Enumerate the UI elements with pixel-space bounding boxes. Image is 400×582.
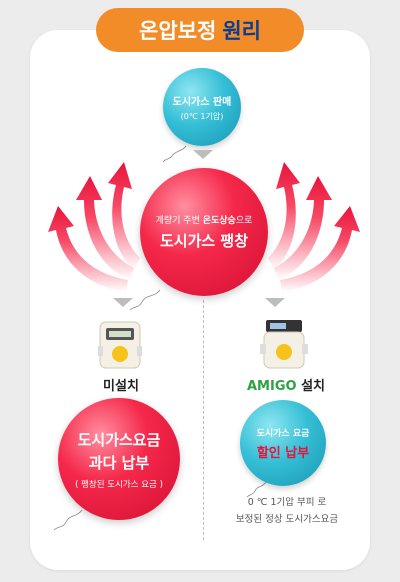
note-line2: 보정된 정상 도시가스요금 [235,514,339,525]
gas-meter-icon [98,321,142,369]
discount-bubble: 도시가스 요금 할인 납부 [240,400,326,486]
arrow-left-inner-icon [48,206,128,292]
arrow-right-mid-icon [274,176,332,280]
string-sale-icon [162,145,187,163]
overpayment-bubble: 도시가스요금 과다 납부 ( 팽창된 도시가스 요금 ) [58,398,180,520]
string-over-icon [53,509,83,531]
amigo-meter-icon [260,320,308,369]
gas-sale-line1: 도시가스 판매 [172,96,232,108]
down-triangle-left-icon [113,298,133,307]
not-installed-label: 미설치 [103,379,139,394]
overpay-line1: 도시가스요금 [77,430,161,449]
title-main: 온압보정 [139,19,217,43]
expansion-line2: 도시가스 팽창 [159,232,249,250]
note-line1: 0 ℃ 1기압 부피 로 [247,497,327,508]
arrow-left-outer-icon [108,162,140,270]
amigo-installed-label: AMIGO 설치 [246,379,325,394]
string-center-icon [129,289,161,311]
down-triangle-icon [193,150,213,159]
corrected-rate-note: 0 ℃ 1기압 부피 로 보정된 정상 도시가스요금 [212,494,362,528]
arrow-right-outer-icon [268,162,300,270]
expansion-line1: 계량기 주변 온도상승으로 [155,216,253,226]
arrow-right-inner-icon [280,206,360,292]
discount-line2: 할인 납부 [256,445,310,461]
gas-sale-line2: (0℃ 1기압) [180,111,224,121]
discount-line1: 도시가스 요금 [256,428,310,439]
title-banner: 온압보정 원리 [96,8,304,52]
expansion-bubble: 계량기 주변 온도상승으로 도시가스 팽창 [140,168,268,296]
string-disc-icon [246,481,267,498]
gas-sale-bubble: 도시가스 판매 (0℃ 1기압) [163,68,241,146]
arrow-left-mid-icon [76,176,134,280]
title-accent: 원리 [222,19,261,43]
divider-line [203,300,204,540]
overpay-line3: ( 팽창된 도시가스 요금 ) [75,479,163,490]
down-triangle-right-icon [265,298,285,307]
overpay-line2: 과다 납부 [88,453,150,472]
amigo-brand: AMIGO [246,379,297,394]
